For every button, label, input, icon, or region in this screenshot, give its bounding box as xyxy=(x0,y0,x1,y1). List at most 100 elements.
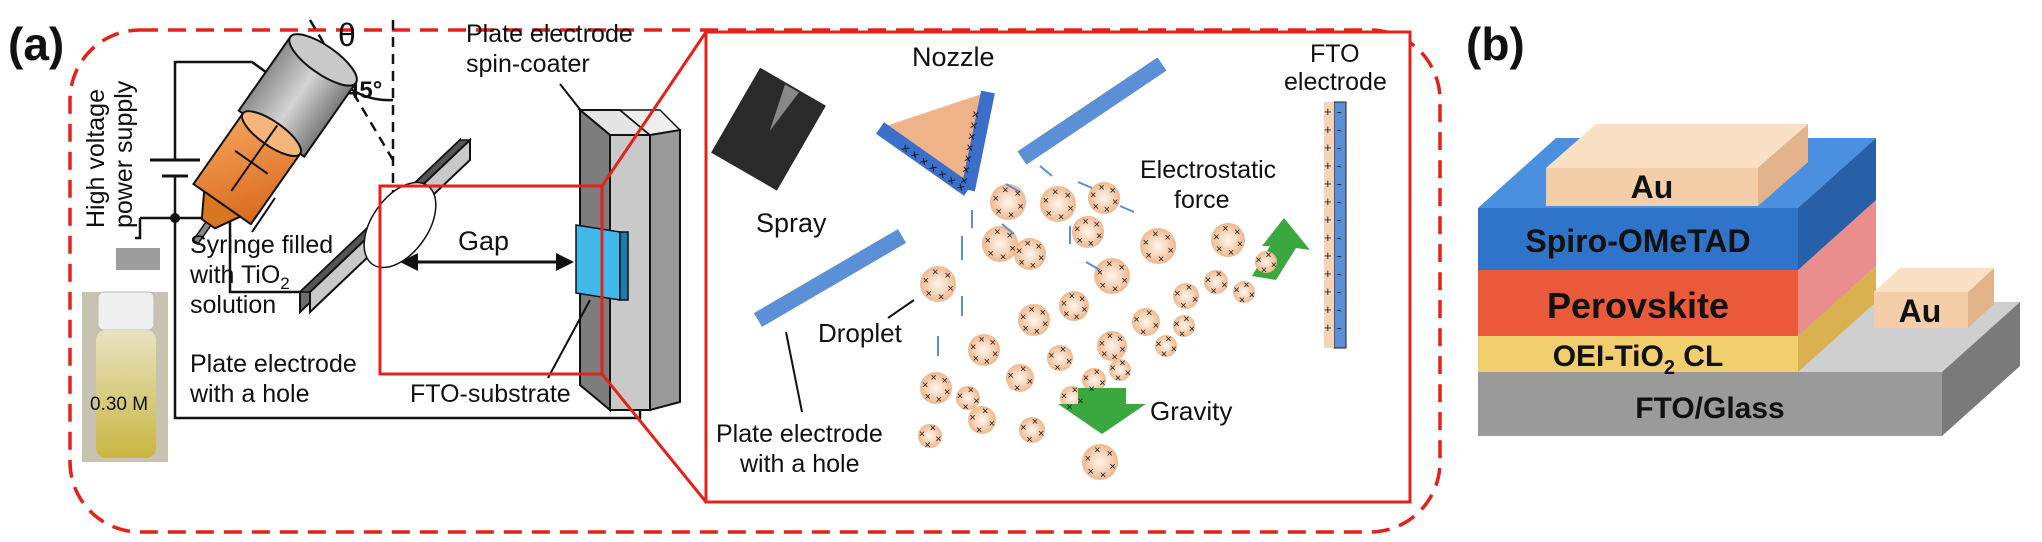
charge-mark: × xyxy=(1140,327,1146,339)
zoom-plate-hole-pointer xyxy=(785,331,803,413)
charge-mark: × xyxy=(930,423,936,435)
charge-mark: × xyxy=(1014,383,1020,395)
charge-mark: × xyxy=(1165,232,1171,244)
charge-mark: × xyxy=(1153,320,1159,332)
charge-mark: × xyxy=(1061,298,1067,310)
charge-mark: × xyxy=(942,375,948,387)
charge-mark: × xyxy=(1079,294,1085,306)
charge-mark: × xyxy=(1106,258,1112,270)
charge-mark: × xyxy=(1255,255,1261,267)
charge-mark: × xyxy=(1063,308,1069,320)
charge-mark: × xyxy=(932,266,938,278)
gravity-label: Gravity xyxy=(1150,396,1232,426)
charge-mark: × xyxy=(1002,184,1008,196)
plate-electrode-hole xyxy=(298,137,472,315)
charge-mark: × xyxy=(1026,434,1032,446)
perovskite-label: Perovskite xyxy=(1547,285,1729,326)
charge-mark: × xyxy=(1061,390,1067,402)
charge-mark: × xyxy=(1110,185,1116,197)
charge-mark: × xyxy=(945,270,951,282)
zoom-connector-top xyxy=(600,31,708,187)
charge-mark: × xyxy=(947,283,953,295)
charge-mark: × xyxy=(1098,182,1104,194)
charge-mark: × xyxy=(970,342,976,354)
charge-mark: × xyxy=(1036,241,1042,253)
charge-mark: × xyxy=(1027,376,1033,388)
charge-mark: × xyxy=(1097,267,1103,279)
charge-mark: × xyxy=(1121,275,1127,287)
negative-charge: - xyxy=(1337,104,1341,119)
charge-mark: × xyxy=(1072,385,1078,397)
svg-text:High voltage: High voltage xyxy=(82,89,110,228)
charge-mark: × xyxy=(1216,243,1222,255)
charge-mark: × xyxy=(978,334,984,346)
charge-mark: × xyxy=(1020,363,1026,375)
spray-photo xyxy=(711,67,826,191)
gravity-arrow xyxy=(1058,388,1146,434)
charge-mark: × xyxy=(1083,372,1089,384)
charge-mark: × xyxy=(1043,195,1049,207)
panel-a: (a) θ 45° High voltage power supply xyxy=(8,17,1442,534)
charge-mark: × xyxy=(1192,294,1198,306)
charge-mark: × xyxy=(1077,396,1083,408)
charge-mark: × xyxy=(1015,188,1021,200)
panel-a-label: (a) xyxy=(8,18,64,70)
charge-mark: × xyxy=(1088,466,1094,478)
charge-mark: × xyxy=(976,425,982,437)
charge-mark: × xyxy=(1096,230,1102,242)
charge-mark: × xyxy=(930,372,936,384)
negative-charge: - xyxy=(1337,230,1341,245)
charge-mark: × xyxy=(1107,448,1113,460)
charge-mark: × xyxy=(1109,461,1115,473)
charge-mark: × xyxy=(1112,196,1118,208)
charge-mark: × xyxy=(1234,227,1240,239)
charge-mark: × xyxy=(984,356,990,368)
charge-mark: × xyxy=(1125,367,1131,379)
charge-mark: × xyxy=(1119,344,1125,356)
charge-mark: × xyxy=(1066,401,1072,413)
charge-mark: × xyxy=(919,428,925,440)
charge-mark: × xyxy=(1088,383,1094,395)
negative-charge: - xyxy=(1337,122,1341,137)
fto-substrate xyxy=(575,224,629,301)
spiro-label: Spiro-OMeTAD xyxy=(1525,223,1750,259)
electrostatic-label-line1: Electrostatic xyxy=(1140,156,1276,184)
charge-mark: × xyxy=(1007,370,1013,382)
fto-glass-label: FTO/Glass xyxy=(1635,392,1785,425)
vial-concentration: 0.30 M xyxy=(90,394,148,415)
charge-mark: × xyxy=(1000,252,1006,264)
charge-mark: × xyxy=(1155,339,1161,351)
charge-mark: × xyxy=(924,439,930,451)
layer-au-side xyxy=(1874,268,1994,328)
charge-mark: × xyxy=(1038,252,1044,264)
charge-mark: × xyxy=(1109,363,1115,375)
charge-mark: × xyxy=(992,348,998,360)
positive-charge: + xyxy=(1324,302,1332,317)
trajectory-arrows xyxy=(937,165,1135,356)
charge-mark: × xyxy=(1046,208,1052,220)
charge-mark: × xyxy=(1088,238,1094,250)
positive-charge: + xyxy=(1324,158,1332,173)
charge-mark: × xyxy=(1158,254,1164,266)
charge-mark: × xyxy=(1101,348,1107,360)
negative-charge: - xyxy=(1337,248,1341,263)
charge-mark: × xyxy=(1085,453,1091,465)
charge-mark: × xyxy=(1024,238,1030,250)
droplet-charges: ××××××××××××××××××××××××××××××××××××××××… xyxy=(919,182,1277,482)
charge-mark: × xyxy=(935,434,941,446)
plate-hole-label-line2: with a hole xyxy=(189,380,310,408)
syringe-label-line1: Syringe filled xyxy=(190,231,333,259)
positive-charge: + xyxy=(1324,104,1332,119)
spin-coater-label-line2: spin-coater xyxy=(466,50,590,78)
charge-mark: × xyxy=(1100,470,1106,482)
charge-mark: × xyxy=(1213,231,1219,243)
charge-mark: × xyxy=(1146,250,1152,262)
positive-charge: + xyxy=(1324,122,1332,137)
charge-mark: × xyxy=(1034,326,1040,338)
negative-charge: - xyxy=(1337,302,1341,317)
charge-mark: × xyxy=(1100,280,1106,292)
negative-charge: - xyxy=(1337,140,1341,155)
charge-mark: × xyxy=(1271,259,1277,271)
charge-mark: × xyxy=(969,412,975,424)
charge-mark: × xyxy=(1073,312,1079,324)
